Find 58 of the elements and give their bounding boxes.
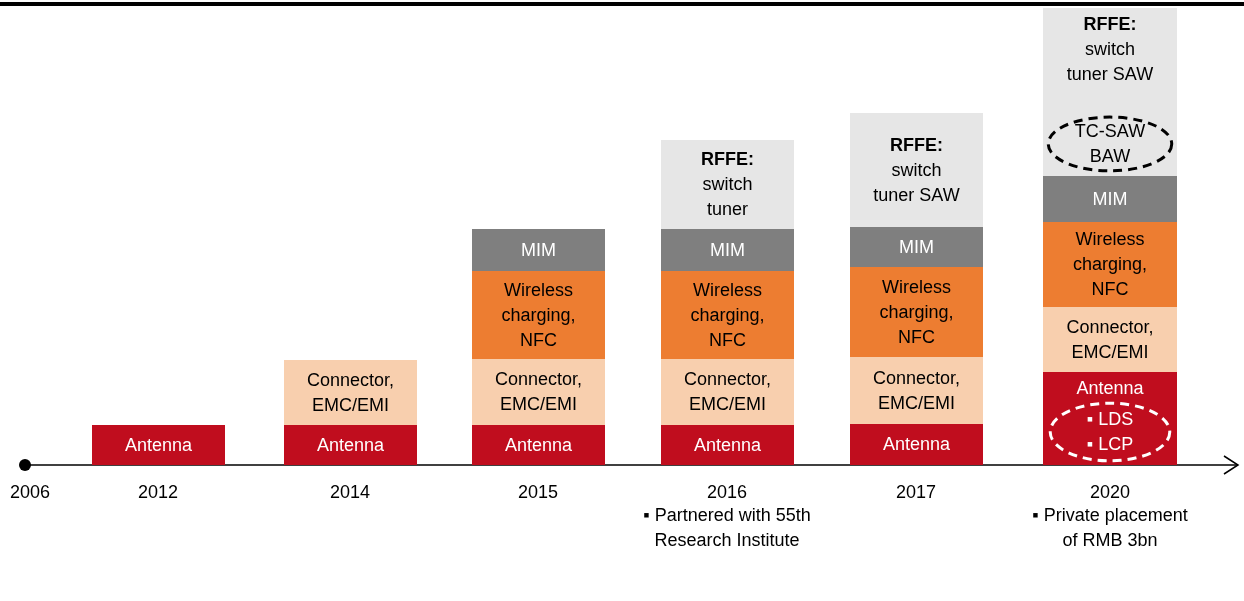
category-block	[92, 425, 225, 465]
category-block	[850, 113, 983, 227]
block-label: MIM	[710, 238, 745, 262]
category-block	[661, 425, 794, 465]
category-block	[284, 425, 417, 465]
dashed-ellipse	[1047, 116, 1173, 172]
block-label: MIM	[899, 235, 934, 259]
block-label: RFFE: switch tuner	[700, 148, 755, 221]
year-label: 2012	[136, 481, 179, 504]
block-label: Wireless charging, NFC	[500, 278, 577, 352]
category-block	[472, 359, 605, 425]
category-block	[661, 359, 794, 425]
year-label: 2017	[894, 481, 937, 504]
category-block	[661, 140, 794, 229]
category-block	[661, 229, 794, 271]
year-label: 2020	[1088, 481, 1131, 504]
year-label: 2016	[705, 481, 748, 504]
category-block	[1043, 307, 1177, 372]
year-label: 2014	[328, 481, 371, 504]
category-block	[1043, 176, 1177, 222]
block-label: Wireless charging, NFC	[1071, 228, 1149, 301]
block-label: ▪ LCP	[1086, 433, 1134, 456]
block-label: Wireless charging, NFC	[878, 275, 955, 349]
category-block	[850, 424, 983, 465]
block-label: Connector, EMC/EMI	[682, 368, 773, 416]
category-block	[472, 229, 605, 271]
block-label: Antenna	[124, 433, 193, 457]
block-label: Antenna	[504, 433, 573, 457]
block-label: Antenna	[882, 433, 951, 456]
dashed-ellipse	[1049, 402, 1171, 462]
block-label: MIM	[1092, 187, 1128, 211]
block-label: Connector, EMC/EMI	[871, 366, 962, 415]
category-block	[661, 271, 794, 359]
block-label: Connector, EMC/EMI	[305, 368, 396, 417]
block-label: Antenna	[316, 433, 385, 457]
block-label: MIM	[521, 238, 556, 262]
category-block	[850, 357, 983, 424]
event-note: ▪ Private placement of RMB 3bn	[1031, 504, 1189, 552]
category-block	[1043, 372, 1177, 465]
category-block	[472, 425, 605, 465]
category-block	[850, 267, 983, 357]
category-block	[1043, 222, 1177, 307]
block-label: RFFE: switch tuner SAW	[872, 133, 961, 207]
year-label: 2006	[8, 481, 51, 504]
block-label: Wireless charging, NFC	[689, 278, 766, 352]
category-block	[850, 227, 983, 267]
block-label: Connector, EMC/EMI	[1065, 315, 1155, 364]
category-block	[472, 271, 605, 359]
category-block	[284, 360, 417, 425]
block-label: Antenna	[693, 433, 762, 457]
block-label: TC-SAW BAW	[1073, 120, 1147, 168]
event-note: ▪ Partnered with 55th Research Institute	[642, 504, 812, 552]
block-label: RFFE: switch tuner SAW	[1065, 13, 1155, 86]
category-block	[1043, 8, 1177, 176]
block-label: Connector, EMC/EMI	[493, 368, 584, 416]
block-label: ▪ LDS	[1086, 408, 1134, 431]
year-label: 2015	[516, 481, 559, 504]
block-label: Antenna	[1076, 377, 1144, 400]
